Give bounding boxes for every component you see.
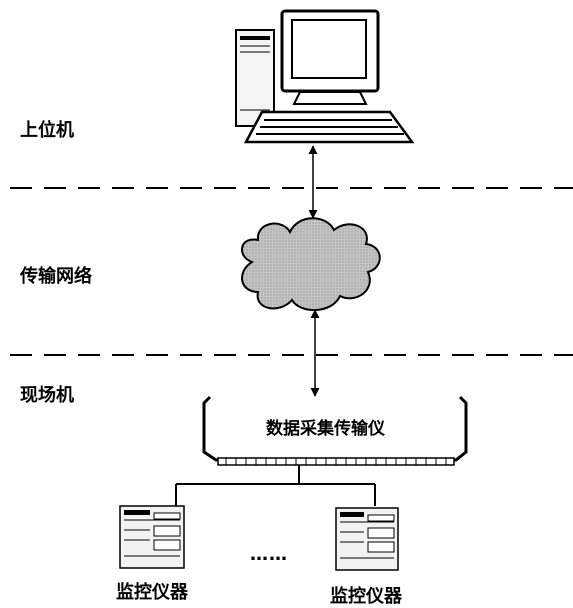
more-instruments-ellipsis: …… <box>250 544 288 565</box>
monitor-instrument-icon <box>335 507 399 571</box>
monitor-instrument-icon <box>119 505 185 569</box>
monitor-instrument-label-left: 监控仪器 <box>116 582 188 603</box>
cloud-icon <box>241 217 381 312</box>
upper-computer-label: 上位机 <box>20 120 74 141</box>
data-collector-device <box>202 395 468 466</box>
bus-connection <box>175 465 376 506</box>
monitor-instrument-label-right: 监控仪器 <box>330 586 402 607</box>
data-collector-label: 数据采集传输仪 <box>266 419 385 439</box>
field-computer-label: 现场机 <box>20 385 74 406</box>
transmission-network-label: 传输网络 <box>20 266 92 287</box>
desktop-computer-icon <box>235 9 415 144</box>
